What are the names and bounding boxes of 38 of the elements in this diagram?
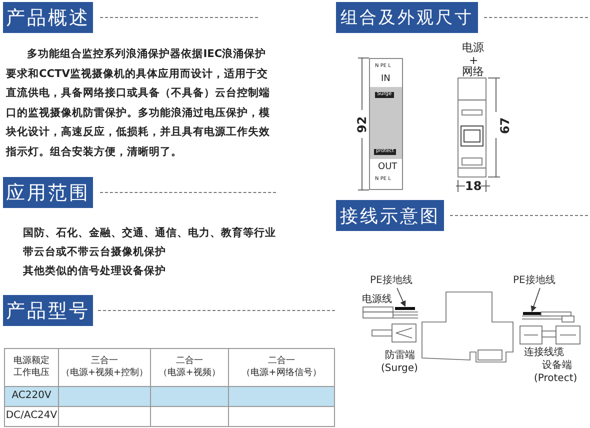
cable-label: 电源线 [362, 294, 392, 305]
side-label: (Surge) [381, 363, 418, 374]
port-label: IN [381, 75, 390, 85]
table-cell-text: （电源+网络信号） [242, 368, 322, 379]
application-item: 其他类似的信号处理设备保护 [23, 264, 166, 278]
dimension-label: 67 [498, 117, 512, 134]
application-item: 带云台或不带云台摄像机保护 [23, 245, 166, 259]
description-paragraph: 多功能组合监控系列浪涌保护器依据IEC浪涌保护要求和CCTV监视摄像机的具体应用而设计，适用于交直流供电，具备网络接口或具备（不具备）云台控制端口的监视摄像机防雷保护。多功能浪涌过电压保护，模块化设计，高速反应，低损耗，并且具有电源工作失效指示灯。组合安装方便，清晰明了。 [6, 46, 271, 160]
side-label: 设备端 [542, 360, 572, 371]
ground-wire [395, 307, 415, 310]
table-cell-text: 二合一 [176, 356, 203, 368]
table-cell-text: （电源+视频） [158, 368, 220, 379]
wire-label: PE接地线 [370, 275, 412, 287]
section-heading: 组合及外观尺寸 [336, 2, 478, 33]
leader-line [396, 288, 406, 307]
ground-wire [523, 312, 541, 315]
dimension-label: 18 [465, 180, 482, 194]
port-label: OUT [378, 163, 398, 173]
section-heading: 产品概述 [3, 2, 93, 33]
table-cell-text: 电源额定工作电压 [12, 356, 50, 379]
side-label: 防雷端 [385, 350, 415, 361]
section-heading: 应用范围 [3, 177, 93, 208]
leader-line [530, 288, 540, 312]
wire-label: PE接地线 [513, 275, 556, 287]
table-cell-text: 二合一 [268, 356, 295, 368]
table-cell-text: DC/AC24V [6, 410, 58, 423]
power-label: 电源 [462, 42, 484, 54]
section-heading: 接线示意图 [336, 200, 444, 231]
table-cell-text: AC220V [12, 390, 52, 403]
cable-label: 连接线缆 [524, 347, 564, 358]
table-cell-text: （电源+视频+控制） [60, 368, 148, 379]
side-label: (Protect) [534, 373, 578, 384]
dimension-label: 92 [356, 116, 369, 133]
network-label: 网络 [462, 66, 484, 78]
application-item: 国防、石化、金融、交通、通信、电力、教育等行业 [23, 226, 276, 240]
table-cell-text: 三合一 [91, 356, 118, 368]
plus-sign: + [469, 55, 478, 67]
section-heading: 产品型号 [3, 295, 93, 326]
